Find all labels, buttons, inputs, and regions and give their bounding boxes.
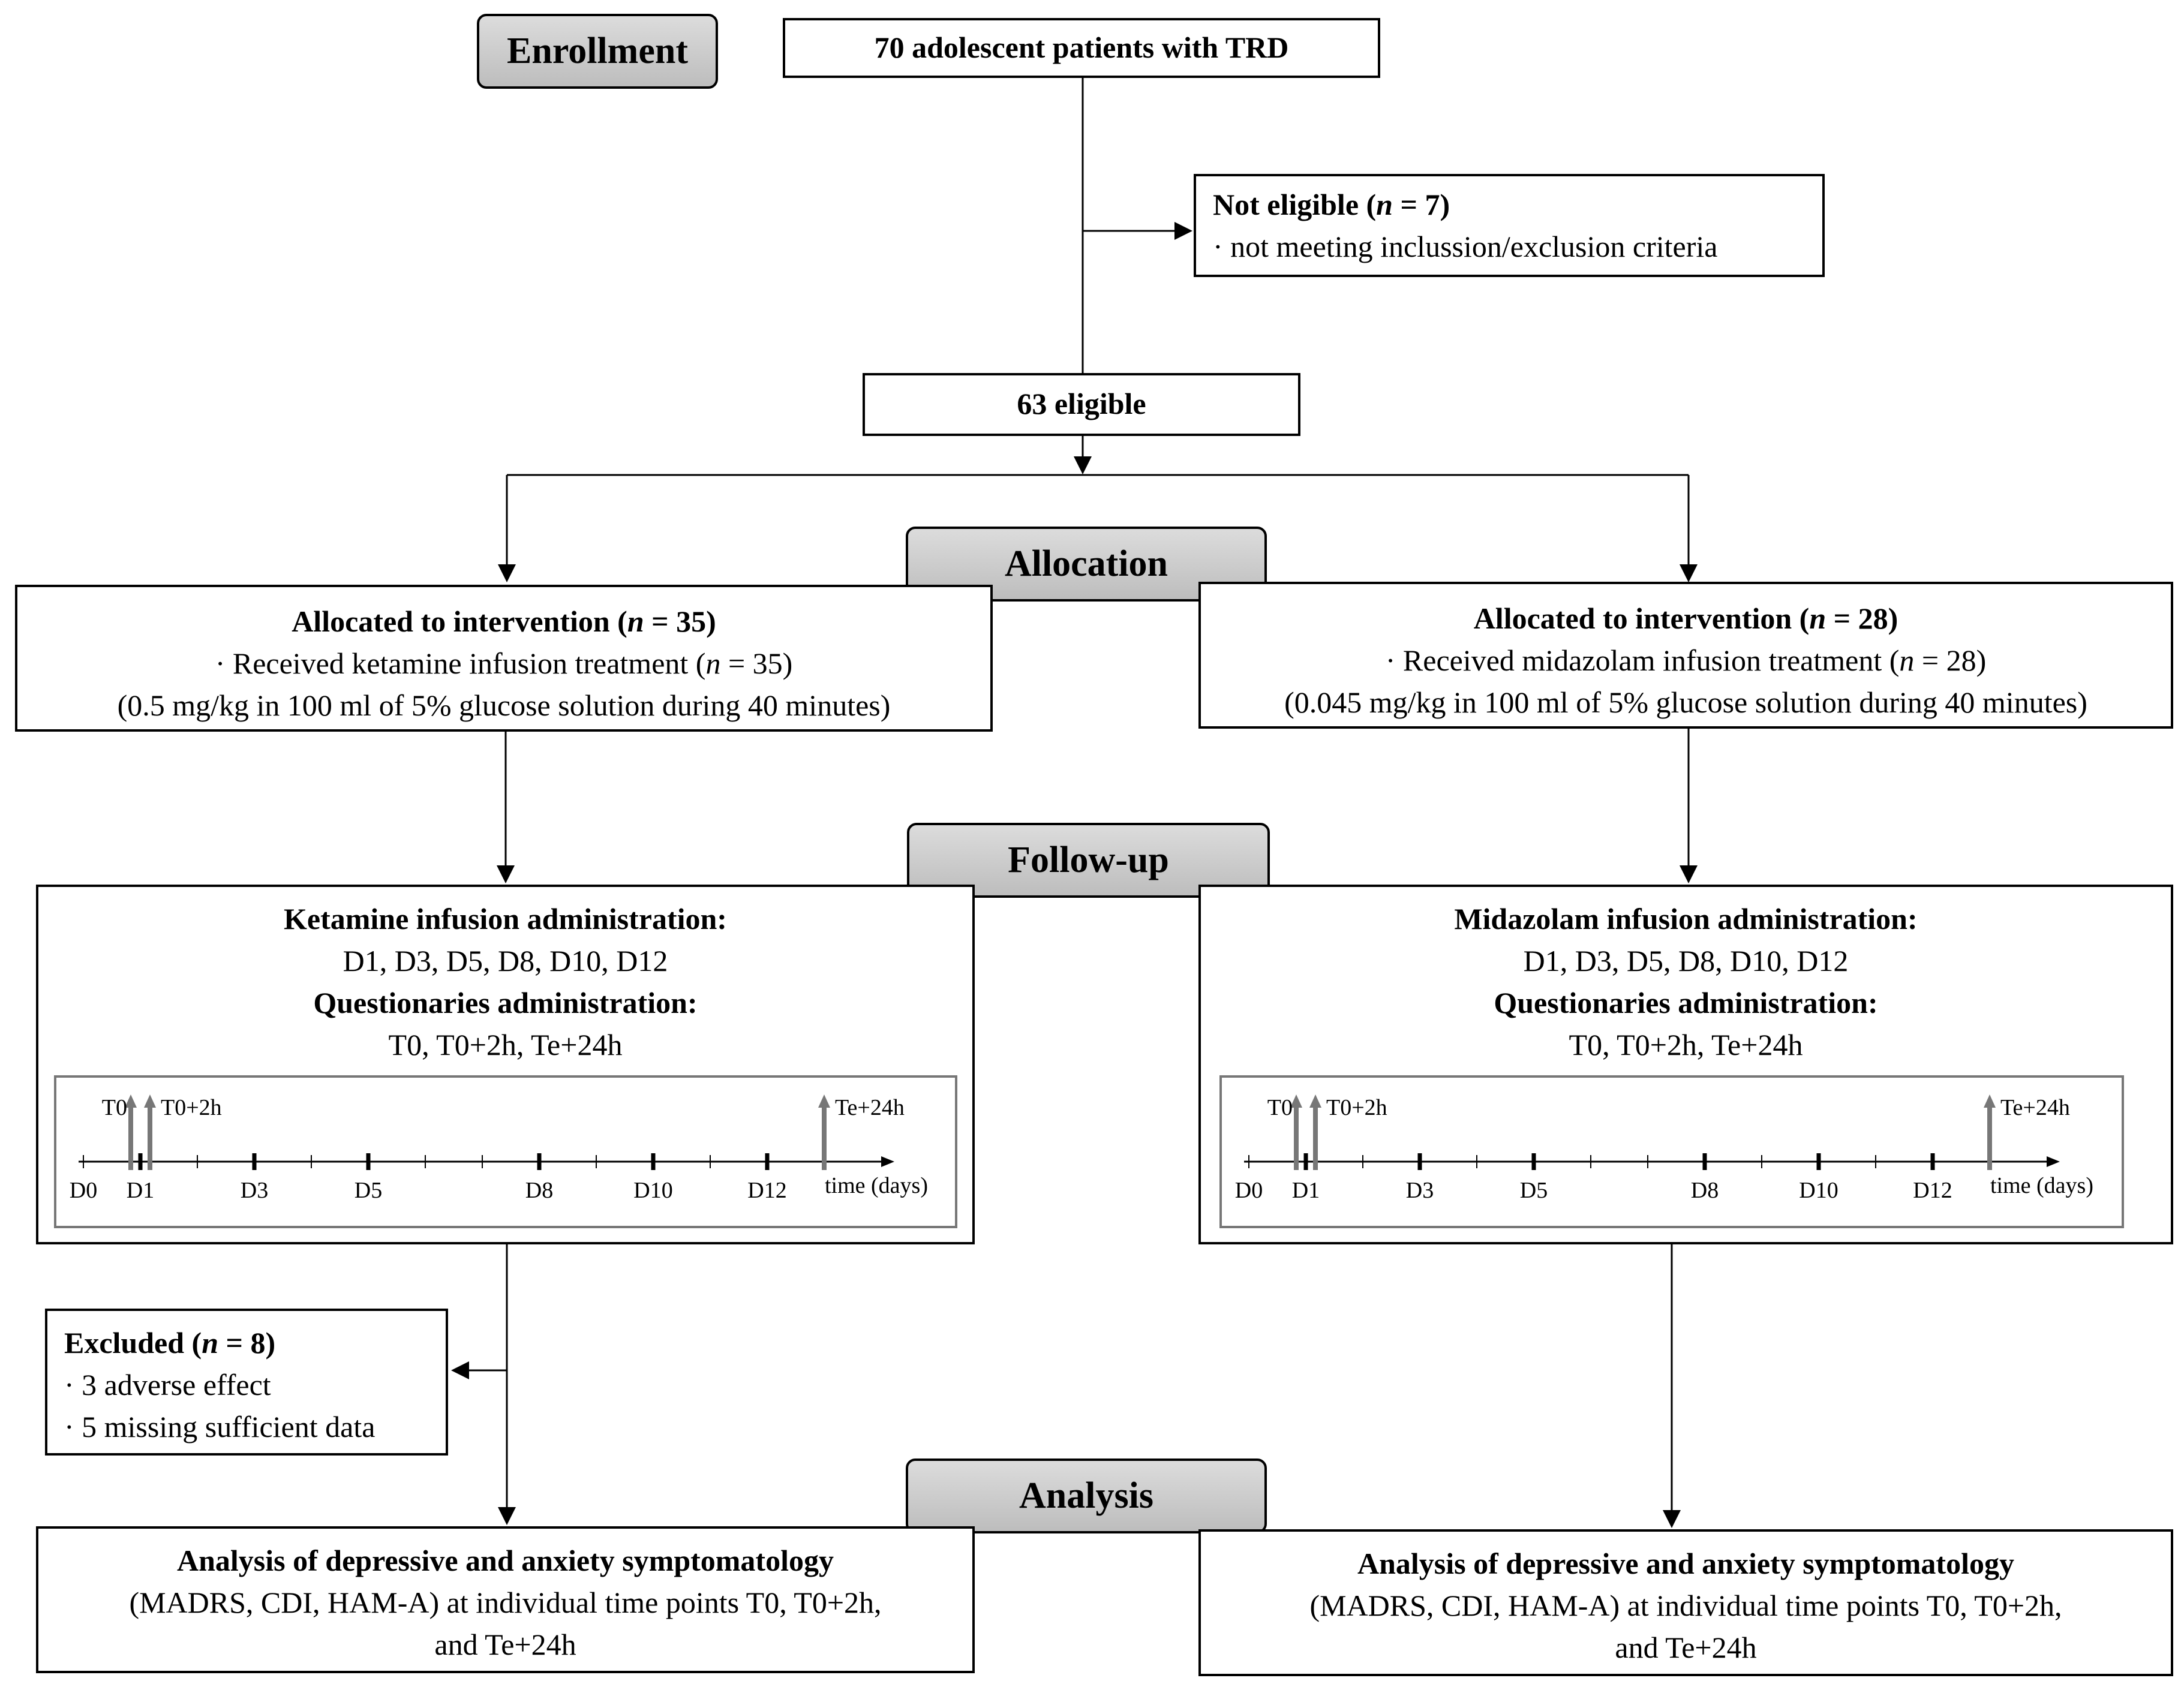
ketamine-allocation-box: Allocated to intervention (n = 35) · Rec… bbox=[15, 585, 993, 732]
excluded-title: Excluded (n = 8) bbox=[64, 1326, 276, 1360]
ketamine-timeline: D0 D1 D3 D5 D8 D10 D12 time (days) T0 T0+2h Te+24h bbox=[54, 1075, 957, 1228]
excluded-item-1: · 3 adverse effect bbox=[64, 1368, 271, 1402]
timeline-marker-arrowhead bbox=[1309, 1094, 1321, 1108]
ketamine-followup-q-title: Questionaries administration: bbox=[313, 986, 698, 1020]
eligible-box: 63 eligible bbox=[863, 373, 1300, 436]
timeline-day-label: D8 bbox=[1691, 1178, 1719, 1203]
timeline-marker-arrowhead bbox=[125, 1094, 137, 1108]
timeline-marker-arrowhead bbox=[818, 1094, 830, 1108]
timeline-day-label: D12 bbox=[1913, 1178, 1952, 1203]
timeline-axis-arrowhead bbox=[881, 1156, 894, 1167]
timeline-marker-arrowhead bbox=[144, 1094, 156, 1108]
timeline-marker-label: Te+24h bbox=[2000, 1095, 2070, 1120]
not-eligible-title: Not eligible (n = 7) bbox=[1213, 188, 1450, 221]
timeline-day-label: D5 bbox=[355, 1178, 382, 1203]
timeline-marker-label: T0+2h bbox=[161, 1095, 222, 1120]
timeline-day-label: D1 bbox=[127, 1178, 154, 1203]
ketamine-allocation-title: Allocated to intervention (n = 35) bbox=[292, 605, 716, 638]
timeline-axis-label: time (days) bbox=[1990, 1173, 2093, 1198]
ketamine-analysis-title: Analysis of depressive and anxiety sympt… bbox=[177, 1544, 834, 1577]
ketamine-analysis-box: Analysis of depressive and anxiety sympt… bbox=[36, 1526, 975, 1673]
enrollment-text: 70 adolescent patients with TRD bbox=[874, 31, 1289, 64]
ketamine-followup-days: D1, D3, D5, D8, D10, D12 bbox=[343, 944, 668, 978]
midazolam-allocation-line1: · Received midazolam infusion treatment … bbox=[1385, 643, 1987, 677]
not-eligible-detail: · not meeting inclussion/exclusion crite… bbox=[1213, 230, 1718, 263]
timeline-marker-label: T0 bbox=[1267, 1095, 1293, 1120]
midazolam-followup-title: Midazolam infusion administration: bbox=[1454, 902, 1918, 936]
midazolam-allocation-title: Allocated to intervention (n = 28) bbox=[1473, 602, 1898, 635]
timeline-day-label: D3 bbox=[241, 1178, 268, 1203]
timeline-day-label: D8 bbox=[525, 1178, 553, 1203]
timeline-day-label: D5 bbox=[1520, 1178, 1548, 1203]
not-eligible-box: Not eligible (n = 7) · not meeting inclu… bbox=[1194, 174, 1825, 277]
excluded-box: Excluded (n = 8) · 3 adverse effect · 5 … bbox=[45, 1309, 448, 1456]
stage-enrollment: Enrollment bbox=[477, 14, 718, 89]
timeline-day-label: D0 bbox=[70, 1178, 97, 1203]
ketamine-timeline-svg: D0 D1 D3 D5 D8 D10 D12 time (days) T0 T0+2h Te+24h bbox=[70, 1094, 928, 1203]
excluded-item-2: · 5 missing sufficient data bbox=[64, 1410, 375, 1444]
timeline-day-label: D10 bbox=[633, 1178, 672, 1203]
midazolam-followup-days: D1, D3, D5, D8, D10, D12 bbox=[1523, 944, 1849, 978]
timeline-axis-label: time (days) bbox=[825, 1173, 928, 1198]
ketamine-allocation-line2: (0.5 mg/kg in 100 ml of 5% glucose solut… bbox=[117, 688, 891, 722]
midazolam-analysis-line2: (MADRS, CDI, HAM-A) at individual time p… bbox=[1309, 1589, 2062, 1622]
midazolam-timeline-svg: D0 D1 D3 D5 D8 D10 D12 time (days) T0 T0+2h Te+24h bbox=[1235, 1094, 2093, 1203]
timeline-day-label: D12 bbox=[747, 1178, 786, 1203]
timeline-marker-label: T0+2h bbox=[1326, 1095, 1387, 1120]
timeline-day-label: D0 bbox=[1235, 1178, 1263, 1203]
ketamine-analysis-line3: and Te+24h bbox=[434, 1628, 576, 1661]
midazolam-followup-q-times: T0, T0+2h, Te+24h bbox=[1569, 1028, 1803, 1061]
timeline-day-label: D1 bbox=[1292, 1178, 1320, 1203]
stage-analysis: Analysis bbox=[906, 1459, 1267, 1533]
midazolam-analysis-box: Analysis of depressive and anxiety sympt… bbox=[1198, 1529, 2173, 1676]
midazolam-allocation-box: Allocated to intervention (n = 28) · Rec… bbox=[1198, 582, 2173, 729]
midazolam-timeline: D0 D1 D3 D5 D8 D10 D12 time (days) T0 T0+2h Te+24h bbox=[1219, 1075, 2124, 1228]
eligible-text: 63 eligible bbox=[1017, 387, 1146, 420]
timeline-day-label: D10 bbox=[1799, 1178, 1838, 1203]
timeline-marker-label: Te+24h bbox=[835, 1095, 905, 1120]
midazolam-analysis-title: Analysis of depressive and anxiety sympt… bbox=[1357, 1547, 2014, 1580]
timeline-marker-arrowhead bbox=[1290, 1094, 1302, 1108]
timeline-marker-arrowhead bbox=[1984, 1094, 1996, 1108]
timeline-day-label: D3 bbox=[1406, 1178, 1434, 1203]
timeline-marker-label: T0 bbox=[102, 1095, 127, 1120]
midazolam-followup-q-title: Questionaries administration: bbox=[1494, 986, 1878, 1020]
enrollment-box: 70 adolescent patients with TRD bbox=[783, 18, 1380, 78]
ketamine-followup-title: Ketamine infusion administration: bbox=[284, 902, 727, 936]
ketamine-allocation-line1: · Received ketamine infusion treatment (… bbox=[215, 646, 793, 680]
ketamine-analysis-line2: (MADRS, CDI, HAM-A) at individual time p… bbox=[129, 1586, 882, 1619]
timeline-axis-arrowhead bbox=[2047, 1156, 2060, 1167]
midazolam-analysis-line3: and Te+24h bbox=[1615, 1631, 1757, 1664]
midazolam-allocation-line2: (0.045 mg/kg in 100 ml of 5% glucose sol… bbox=[1284, 685, 2087, 719]
ketamine-followup-q-times: T0, T0+2h, Te+24h bbox=[388, 1028, 623, 1061]
